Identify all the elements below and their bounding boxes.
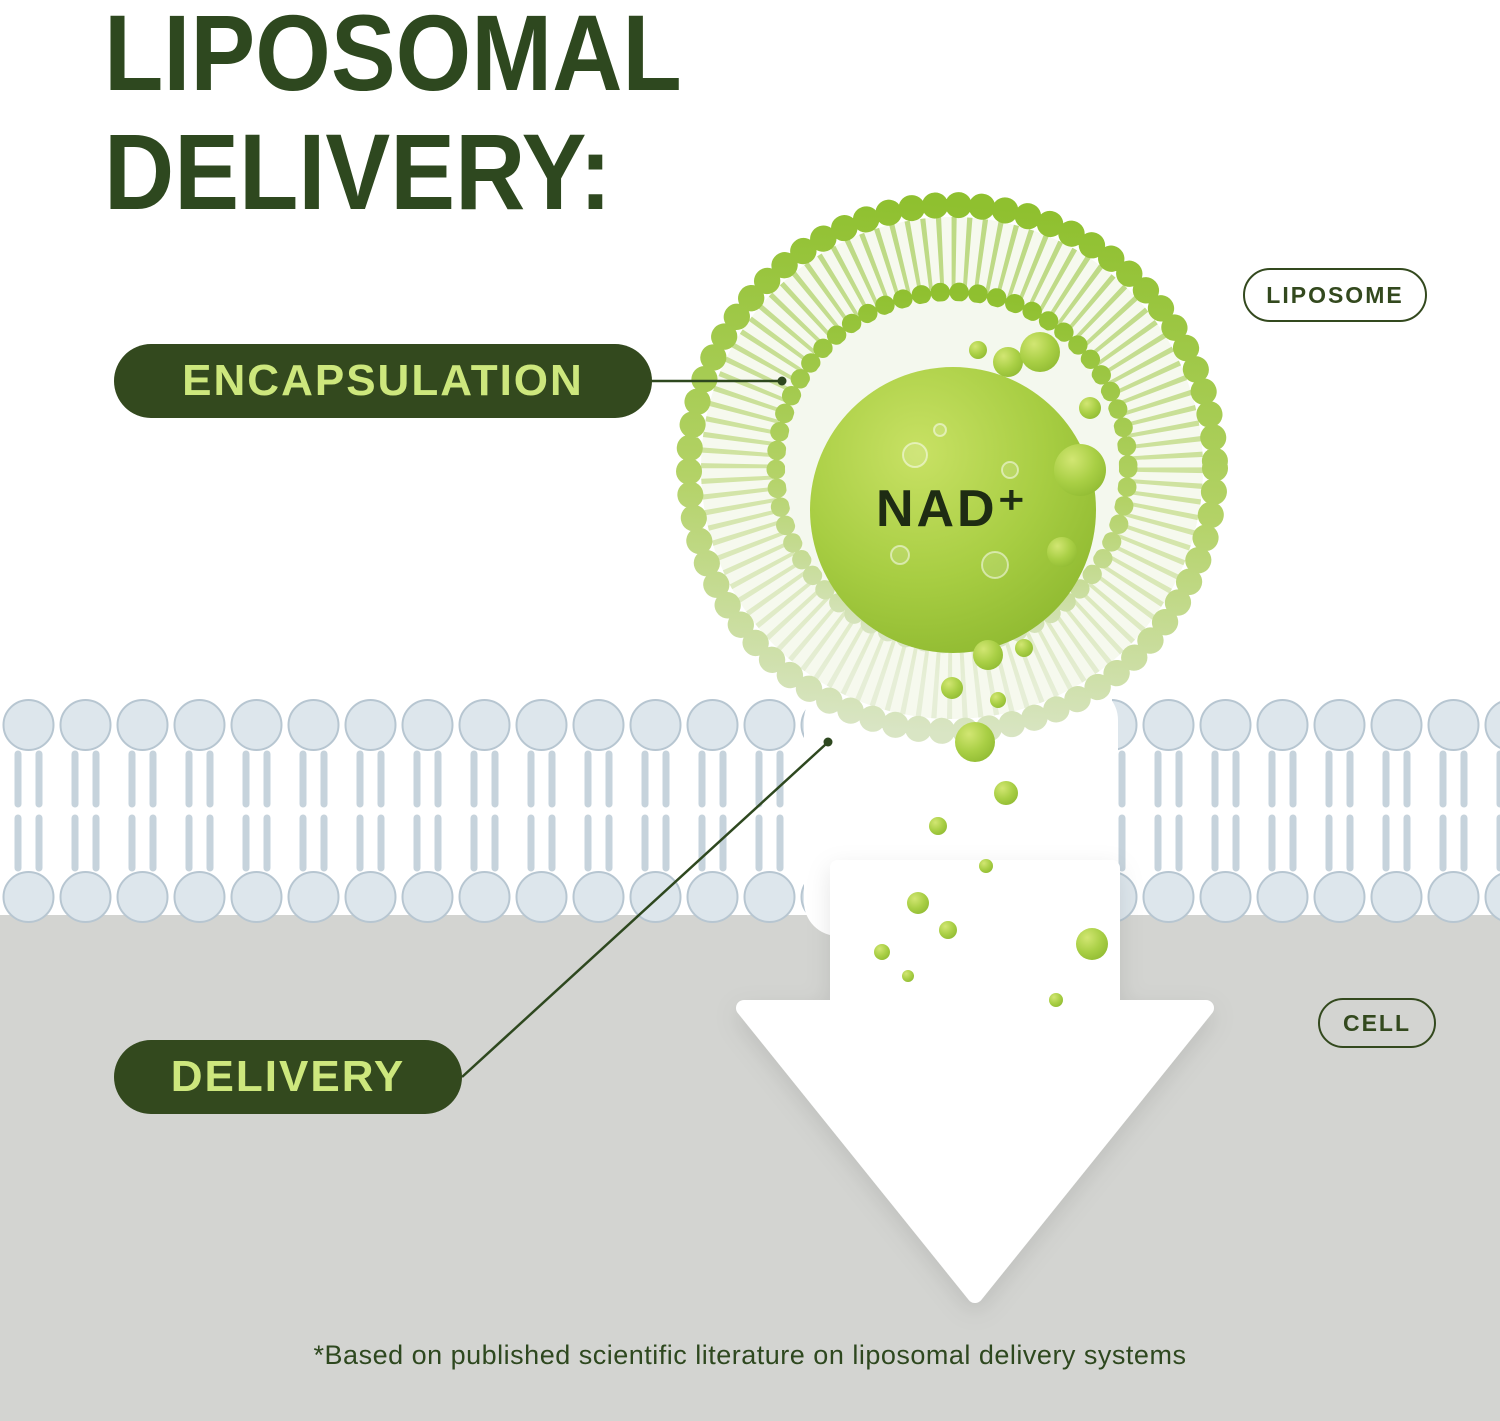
encapsulation-connector-dot <box>777 376 787 386</box>
encapsulation-label: ENCAPSULATION <box>182 356 584 405</box>
cell-membrane-illustration <box>0 698 1500 924</box>
page-title-line1: LIPOSOMAL <box>104 0 682 113</box>
delivery-arrow <box>736 860 1214 1303</box>
cell-interior-background <box>0 915 1500 1421</box>
page-title-line2: DELIVERY: <box>104 110 612 232</box>
cell-badge: CELL <box>1318 998 1436 1048</box>
connector-lines <box>461 376 833 1078</box>
liposome-badge-label: LIPOSOME <box>1266 281 1404 308</box>
liposome-illustration <box>676 192 1228 744</box>
nad-label: NAD⁺ <box>875 480 1029 538</box>
delivery-connector-line <box>461 743 827 1078</box>
encapsulation-label-pill: ENCAPSULATION <box>114 344 652 418</box>
delivery-connector-dot <box>823 737 833 747</box>
liposome-badge: LIPOSOME <box>1243 268 1427 322</box>
nad-blob <box>810 332 1106 653</box>
delivery-label-pill: DELIVERY <box>114 1040 462 1114</box>
delivery-label: DELIVERY <box>170 1052 406 1101</box>
nad-droplets <box>874 639 1108 1007</box>
page-title: LIPOSOMAL DELIVERY: <box>104 0 682 232</box>
footnote: *Based on published scientific literatur… <box>313 1340 1187 1370</box>
cell-badge-label: CELL <box>1342 1009 1412 1036</box>
